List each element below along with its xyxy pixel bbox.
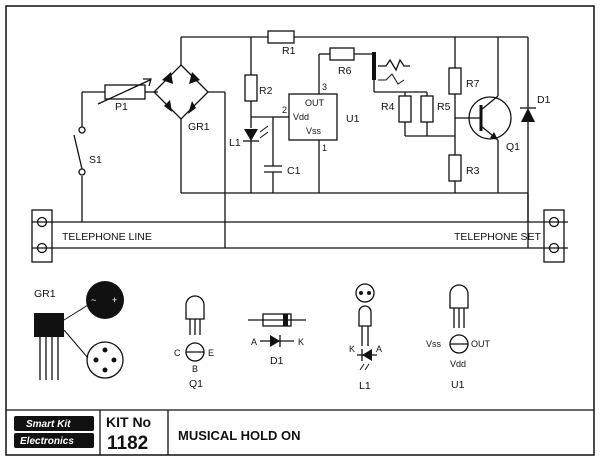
label-u1-pin1: 1 (322, 143, 327, 153)
gr1-plus: + (112, 295, 117, 305)
gr1-ac: ~ (101, 337, 106, 347)
circuit-schematic: TELEPHONE LINE TELEPHONE SET S1 P1 (31, 30, 568, 263)
label-r3: R3 (466, 165, 480, 177)
d1-a: A (251, 337, 257, 347)
q1-title: Q1 (189, 378, 203, 390)
label-r7: R7 (466, 78, 480, 90)
label-r2: R2 (259, 85, 273, 97)
bridge-gr1 (153, 37, 226, 248)
u1-vss: Vss (426, 339, 442, 349)
label-telephone-set: TELEPHONE SET (454, 231, 542, 243)
l1-a: A (376, 344, 382, 354)
pot-p1 (97, 78, 158, 105)
transistor-q1 (455, 37, 512, 193)
label-r6: R6 (338, 65, 352, 77)
resistor-r1 (181, 30, 528, 44)
gr1-title: GR1 (34, 288, 56, 300)
brand-logo: Smart Kit Electronics (14, 416, 94, 448)
q1-b: B (192, 364, 198, 374)
part-gr1: GR1 ~ + ~ (34, 281, 124, 380)
label-d1: D1 (537, 94, 551, 106)
sheet-border (5, 5, 595, 456)
resistor-r7 (448, 37, 462, 155)
kit-title: MUSICAL HOLD ON (178, 428, 301, 443)
label-u1-out: OUT (305, 98, 325, 108)
label-s1: S1 (89, 154, 102, 166)
u1-out: OUT (471, 339, 491, 349)
label-gr1: GR1 (188, 121, 210, 133)
inductor-coil (372, 52, 410, 93)
label-c1: C1 (287, 165, 301, 177)
label-p1: P1 (115, 101, 128, 113)
q1-e: E (208, 348, 214, 358)
d1-title: D1 (270, 355, 284, 367)
label-u1: U1 (346, 113, 360, 125)
u1-vdd: Vdd (450, 359, 466, 369)
telephone-bus (31, 209, 568, 263)
brand-top: Smart Kit (26, 419, 71, 430)
title-block: Smart Kit Electronics KIT No 1182 MUSICA… (6, 409, 594, 455)
resistor-r6 (319, 47, 372, 61)
label-u1-vdd: Vdd (293, 112, 309, 122)
resistor-r2 (244, 37, 258, 128)
u1-title: U1 (451, 379, 465, 391)
label-telephone-line: TELEPHONE LINE (62, 231, 152, 243)
kit-number: 1182 (107, 433, 148, 454)
switch-s1 (73, 91, 105, 222)
capacitor-c1 (251, 116, 282, 193)
part-l1: K A L1 (349, 283, 382, 392)
resistor-r3 (448, 154, 462, 193)
label-r4: R4 (381, 101, 395, 113)
label-u1-pin2: 2 (282, 105, 287, 115)
l1-title: L1 (359, 380, 371, 392)
part-u1: Vss OUT Vdd U1 (426, 284, 491, 391)
l1-k: K (349, 344, 355, 354)
gr1-minus: ~ (91, 295, 96, 305)
brand-bottom: Electronics (20, 436, 74, 447)
d1-k: K (298, 337, 304, 347)
label-u1-vss: Vss (306, 126, 322, 136)
kit-label: KIT No (106, 414, 151, 430)
resistor-r5 (405, 91, 434, 136)
resistor-r4 (398, 92, 455, 137)
diode-d1 (520, 37, 536, 248)
label-u1-pin3: 3 (322, 82, 327, 92)
label-r1: R1 (282, 45, 296, 57)
part-q1: C E B Q1 (174, 295, 214, 390)
q1-c: C (174, 348, 181, 358)
label-r5: R5 (437, 101, 451, 113)
label-l1: L1 (229, 137, 241, 149)
part-d1: A K D1 (248, 313, 306, 367)
ic-u1 (273, 54, 338, 193)
led-l1 (243, 125, 269, 193)
label-q1: Q1 (506, 141, 520, 153)
